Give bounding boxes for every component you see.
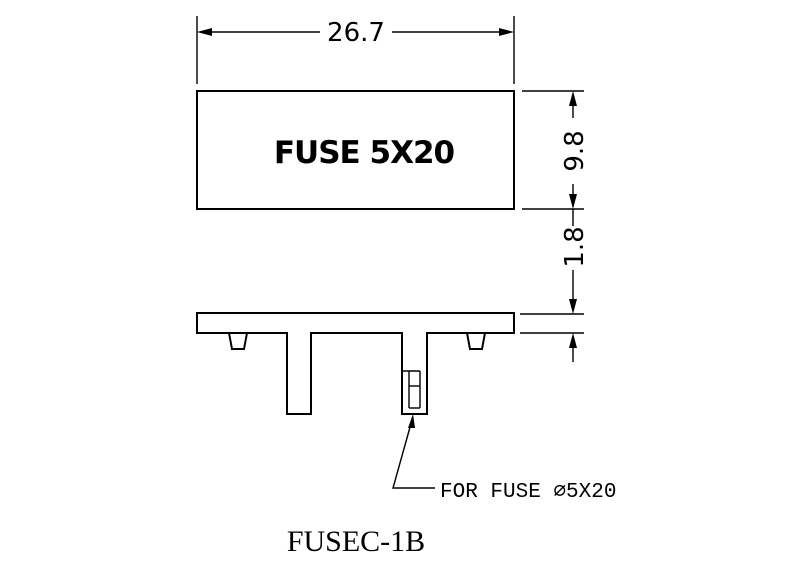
height-dimension: 9.8 bbox=[522, 90, 590, 210]
fuse-note: FOR FUSE ∅5X20 bbox=[392, 414, 616, 504]
note-leader-arrow-icon bbox=[408, 414, 415, 428]
thickness-arrow-bottom-icon bbox=[569, 333, 577, 348]
thickness-arrow-top-icon bbox=[569, 299, 577, 314]
height-arrow-bottom-icon bbox=[569, 194, 577, 209]
width-arrow-left-icon bbox=[197, 28, 212, 36]
thickness-dimension-value: 1.8 bbox=[560, 226, 590, 267]
note-leader-line bbox=[392, 419, 435, 489]
cover-side-view bbox=[196, 312, 515, 415]
cover-label-text: FUSE 5X20 bbox=[274, 135, 455, 171]
note-text: FOR FUSE ∅5X20 bbox=[440, 481, 616, 504]
cover-top-view bbox=[196, 90, 515, 210]
height-dimension-value: 9.8 bbox=[560, 130, 590, 171]
width-dimension: 26.7 bbox=[196, 16, 515, 84]
left-locating-tab bbox=[228, 332, 248, 350]
cover-side-outline bbox=[196, 312, 515, 415]
model-name: FUSEC-1B bbox=[287, 525, 425, 558]
thickness-dimension: 1.8 bbox=[520, 209, 590, 362]
height-arrow-top-icon bbox=[569, 91, 577, 106]
width-dimension-value: 26.7 bbox=[327, 18, 385, 48]
width-arrow-right-icon bbox=[499, 28, 514, 36]
right-locating-tab bbox=[466, 332, 486, 350]
